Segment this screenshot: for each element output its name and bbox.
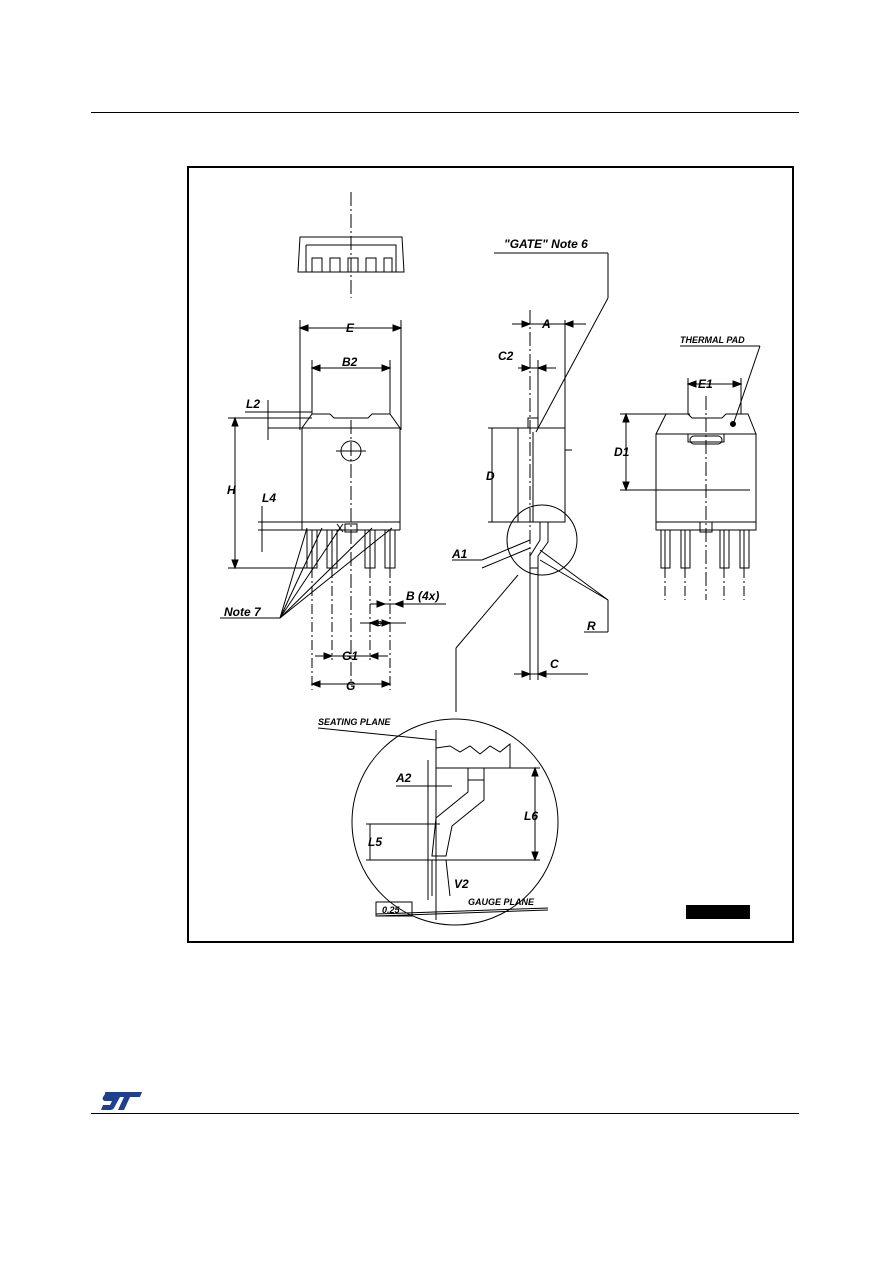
label-note7: Note 7 [224,605,262,619]
label-a1: A1 [451,547,468,561]
label-gate-note: "GATE" Note 6 [504,237,588,251]
label-g1: G1 [342,649,358,663]
label-l4: L4 [262,491,276,505]
back-view [620,345,761,600]
label-c: C [550,657,559,671]
st-logo-icon [101,1092,142,1110]
header-rule [91,112,799,113]
label-b4x: B (4x) [406,589,439,603]
label-seating-plane: SEATING PLANE [318,717,391,727]
label-gauge-value: 0.25 [382,905,401,915]
label-l5: L5 [368,835,382,849]
label-e1: E1 [698,377,713,391]
lead-detail-view [317,718,559,926]
side-view [452,252,609,712]
front-view [220,320,446,690]
label-h: H [227,483,236,497]
label-b2: B2 [342,355,358,369]
label-l2: L2 [246,397,260,411]
label-e: E [346,321,355,335]
label-v2: V2 [454,877,469,891]
label-d: D [486,469,495,483]
label-gauge-plane: GAUGE PLANE [468,897,535,907]
footer-rule [91,1113,799,1114]
label-pitch-e: e [377,618,382,628]
label-g: G [346,679,355,693]
label-thermal-pad: THERMAL PAD [680,335,745,345]
drawing-id-bar [686,905,750,919]
label-r: R [587,619,596,633]
top-end-view [297,192,405,298]
drawing-frame [187,166,794,943]
label-a2: A2 [395,771,412,785]
label-l6: L6 [524,809,538,823]
label-d1: D1 [614,445,630,459]
label-c2: C2 [498,349,514,363]
label-a: A [541,317,551,331]
